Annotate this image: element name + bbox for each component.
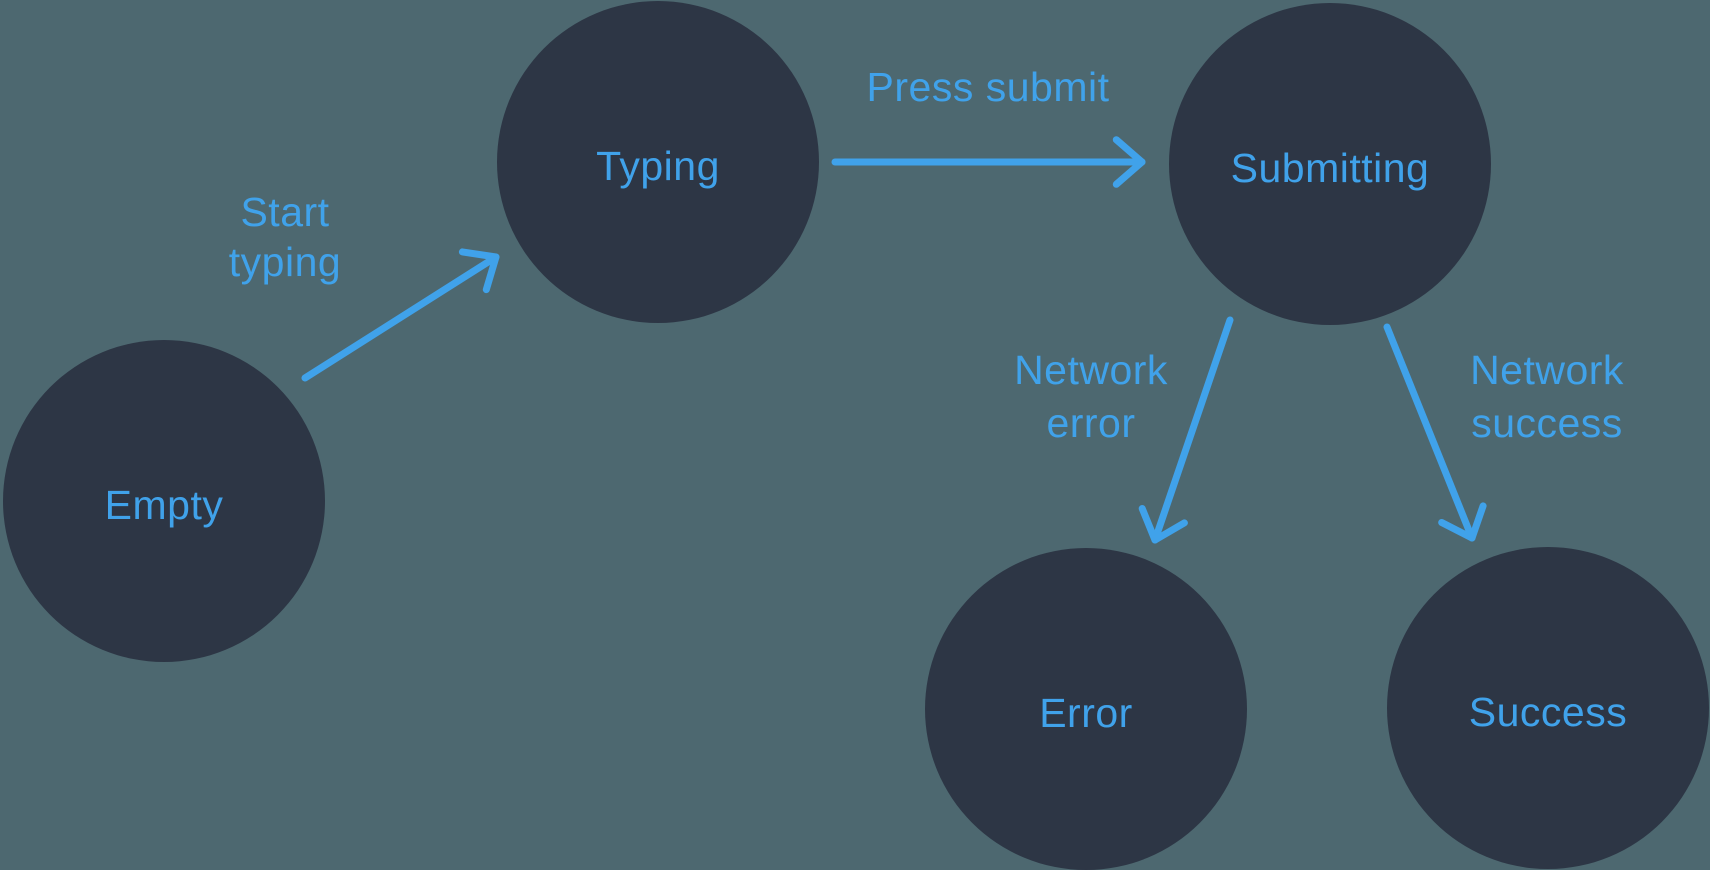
edge-line-start-typing	[301, 253, 500, 382]
state-label-submitting: Submitting	[1231, 145, 1430, 191]
edge-label-line: success	[1471, 400, 1623, 446]
edge-label-line: Network	[1014, 347, 1168, 393]
state-node-empty	[3, 340, 325, 662]
edge-line-network-error	[1151, 316, 1234, 544]
edge-label-line: typing	[229, 239, 341, 285]
state-node-error	[925, 548, 1247, 870]
edge-label-press-submit: Press submit	[867, 64, 1110, 110]
arrowhead-network-error	[1138, 505, 1188, 544]
edge-label-line: Press submit	[867, 64, 1110, 110]
state-node-success	[1387, 547, 1709, 869]
edge-label-line: Network	[1470, 347, 1624, 393]
arrowhead-press-submit	[1112, 136, 1146, 188]
state-label-success: Success	[1469, 689, 1627, 735]
state-label-typing: Typing	[596, 143, 720, 189]
state-node-typing	[497, 1, 819, 323]
arrowhead-start-typing	[458, 248, 500, 294]
state-label-empty: Empty	[105, 482, 224, 528]
edge-label-line: error	[1046, 400, 1135, 446]
state-label-error: Error	[1039, 690, 1133, 736]
arrowhead-network-success	[1438, 502, 1487, 542]
state-node-submitting	[1169, 3, 1491, 325]
edge-label-network-success: Network success	[1470, 347, 1624, 446]
edge-label-line: Start	[240, 189, 329, 235]
edge-line-network-success	[1383, 323, 1476, 542]
edge-label-network-error: Network error	[1014, 347, 1168, 446]
